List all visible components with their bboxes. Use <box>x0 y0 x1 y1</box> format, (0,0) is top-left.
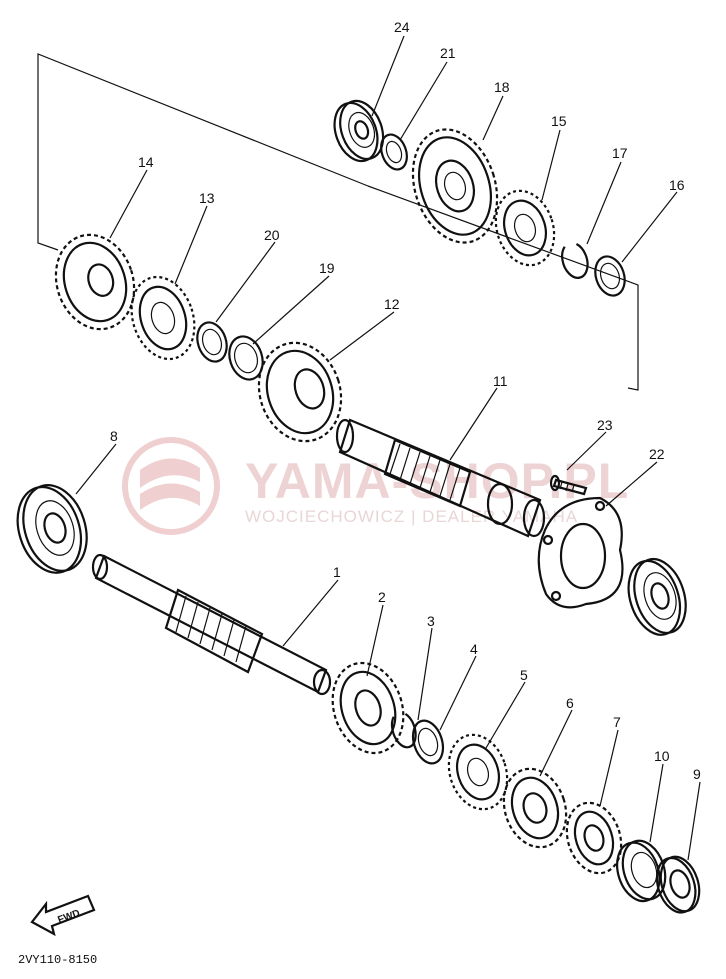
part-16-washer <box>594 255 626 297</box>
label-part-15: 15 <box>551 113 567 129</box>
label-part-17: 17 <box>612 145 628 161</box>
label-part-6: 6 <box>566 695 574 711</box>
label-part-18: 18 <box>494 79 510 95</box>
label-part-20: 20 <box>264 227 280 243</box>
label-part-11: 11 <box>493 373 508 389</box>
part-20-washer <box>196 321 228 363</box>
label-part-5: 5 <box>520 667 528 683</box>
part-18-gear <box>411 128 499 244</box>
watermark-logo <box>122 437 220 535</box>
part-7-gear <box>565 801 623 875</box>
label-part-23: 23 <box>597 417 613 433</box>
part-19-circlip <box>228 335 264 381</box>
fwd-label: FWD <box>56 908 81 926</box>
watermark-subtitle: WOJCIECHOWICZ | DEALER YAMAHA <box>245 507 578 526</box>
part-24-bearing <box>333 99 385 163</box>
label-part-16: 16 <box>669 177 685 193</box>
label-part-10: 10 <box>654 748 670 764</box>
label-part-8: 8 <box>110 428 118 444</box>
label-part-24: 24 <box>394 19 410 35</box>
assembly-bracket-line <box>37 53 369 251</box>
label-part-12: 12 <box>384 296 400 312</box>
label-part-1: 1 <box>333 564 341 580</box>
watermark-brand: YAMA-SHOP.PL <box>245 453 629 509</box>
label-part-2: 2 <box>378 589 386 605</box>
label-part-14: 14 <box>138 154 154 170</box>
part-6-gear <box>502 767 568 849</box>
label-part-7: 7 <box>613 714 621 730</box>
part-9-seal <box>655 855 701 914</box>
part-2-gear <box>331 661 405 755</box>
part-15-gear <box>494 189 556 267</box>
part-13-gear <box>130 275 196 361</box>
part-10-bearing <box>616 839 667 903</box>
label-part-21: 21 <box>440 45 456 61</box>
part-12-gear <box>257 341 343 443</box>
part-3-circlip <box>390 713 417 749</box>
label-part-4: 4 <box>470 641 478 657</box>
part-5-gear <box>447 733 509 811</box>
label-part-22: 22 <box>649 446 665 462</box>
part-14-gear <box>54 233 136 331</box>
label-part-3: 3 <box>427 613 435 629</box>
assembly-bracket-line-right <box>367 185 639 391</box>
part-23-bolt <box>549 474 588 496</box>
part-4-washer <box>411 719 445 765</box>
part-1-shaft <box>91 553 332 696</box>
drawing-code: 2VY110-8150 <box>18 953 97 967</box>
part-22-plate <box>537 496 624 609</box>
label-part-19: 19 <box>319 260 335 276</box>
output-bearing <box>627 558 687 636</box>
part-11-shaft <box>335 418 546 538</box>
part-labels: 24 21 18 15 17 16 14 13 20 19 12 11 23 2… <box>110 19 701 782</box>
fwd-arrow: FWD <box>30 894 96 937</box>
label-part-9: 9 <box>693 766 701 782</box>
part-8-bearing <box>16 484 88 574</box>
label-part-13: 13 <box>199 190 215 206</box>
leader-lines <box>75 35 701 861</box>
part-17-circlip <box>561 242 589 279</box>
part-21-washer <box>380 133 408 171</box>
watermark: YAMA-SHOP.PL WOJCIECHOWICZ | DEALER YAMA… <box>122 437 629 535</box>
